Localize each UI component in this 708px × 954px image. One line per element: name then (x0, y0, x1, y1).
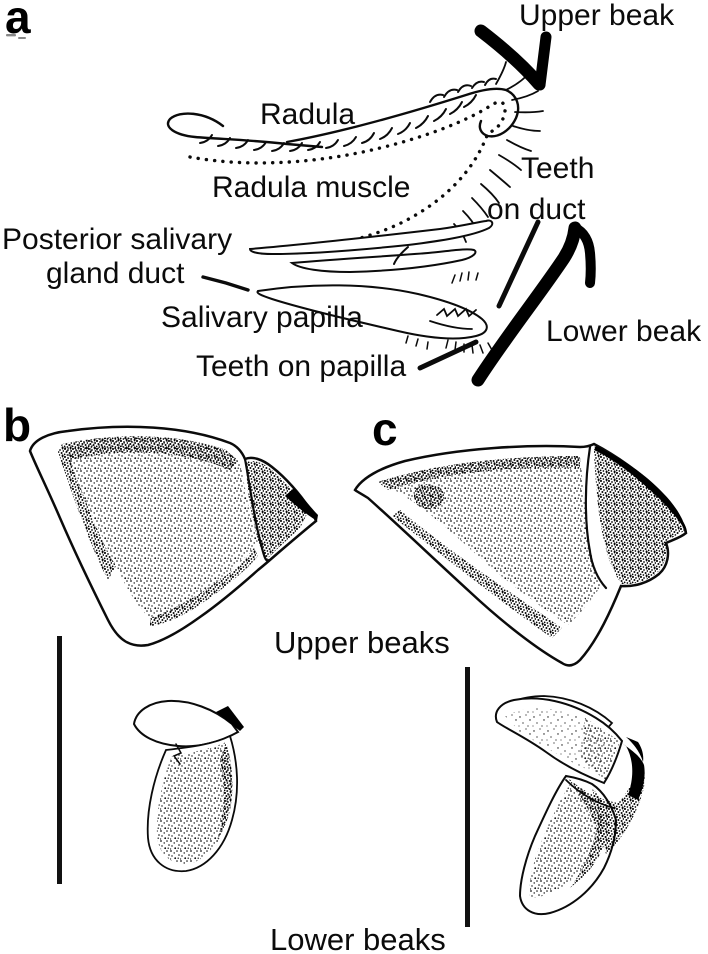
teeth-on-duct-label-line2: on duct (487, 193, 586, 226)
lower-beaks-caption: Lower beaks (270, 922, 446, 954)
scale-bar-c (465, 667, 470, 927)
panel-c-letter: c (372, 403, 398, 455)
beak-c-crack-line (565, 779, 615, 809)
upper-beak-c-drawing (353, 442, 688, 667)
radula-label: Radula (260, 98, 356, 131)
pointer-line-teeth-on-papilla (417, 339, 479, 371)
panel-a-drawing (6, 24, 596, 387)
radula-muscle-dotted-line (188, 100, 507, 253)
beak-b-dark-tip (285, 488, 318, 521)
teeth-on-papilla-label: Teeth on papilla (196, 350, 407, 383)
salivary-duct-outline (248, 219, 494, 274)
pointer-line-gland-duct (201, 275, 250, 292)
beak-b-crack-line (172, 743, 183, 765)
upper-beak-label: Upper beak (519, 0, 675, 32)
print-artifact-marks (6, 34, 26, 39)
lower-beak-c-drawing (494, 695, 645, 915)
radula-muscle-label: Radula muscle (212, 171, 411, 204)
lower-beak-b-drawing (132, 699, 244, 872)
beak-c-ridge-line (584, 445, 608, 590)
upper-beak-symbol (474, 24, 552, 91)
lower-beak-symbol (471, 221, 596, 387)
radula-serrations (199, 94, 477, 152)
papilla-hair-fringe (405, 271, 493, 354)
lower-beak-label: Lower beak (546, 315, 702, 348)
panel-b-letter: b (3, 399, 32, 451)
posterior-salivary-label-line1: Posterior salivary (2, 223, 233, 256)
salivary-papilla-label: Salivary papilla (161, 301, 363, 334)
salivary-papilla-outline (256, 284, 488, 340)
papilla-teeth (429, 307, 477, 330)
scale-bar-b (57, 636, 62, 884)
teeth-on-duct-label-line1: Teeth (521, 152, 595, 185)
upper-beaks-caption: Upper beaks (274, 625, 450, 660)
panel-a-letter: a (5, 0, 31, 43)
radula-tip-bumps (429, 77, 497, 103)
beak-b-ridge-line (243, 457, 270, 562)
pointer-line-teeth-on-duct (496, 219, 541, 309)
posterior-salivary-label-line2: gland duct (46, 257, 185, 290)
upper-beak-b-drawing (28, 425, 318, 647)
